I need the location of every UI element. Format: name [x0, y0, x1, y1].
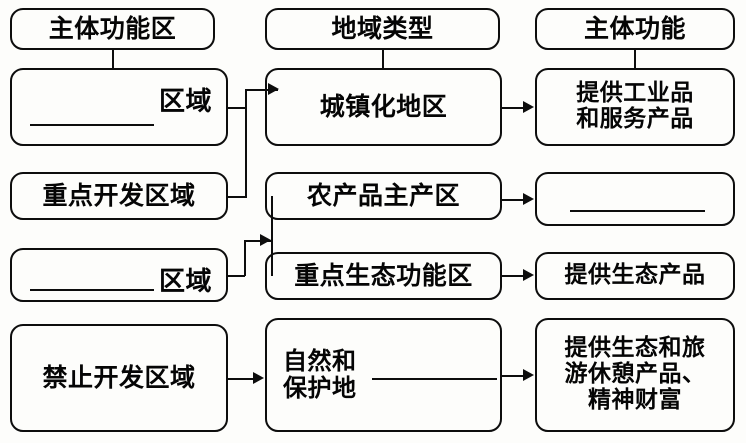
- row4-left-box: 禁止开发区域: [10, 324, 228, 432]
- row2-middle-to-right-line: [502, 199, 524, 201]
- row2-right-arrow-head: [523, 193, 534, 205]
- bracket1-spine: [245, 107, 247, 198]
- row1-right-arrow-head: [523, 101, 534, 113]
- bracket1-arrow-head: [268, 83, 279, 95]
- header-stem-col3: [634, 50, 636, 68]
- row2-middle-box: 农产品主产区: [265, 172, 502, 220]
- row3-middle-box: 重点生态功能区: [265, 252, 502, 300]
- bracket1-stub-row2: [228, 196, 246, 198]
- header-box-main-function-zone: 主体功能区: [10, 8, 215, 50]
- row4-middle-arrow-head: [253, 372, 264, 384]
- row4-middle-to-right-line: [502, 375, 524, 377]
- bracket2-spine: [271, 196, 273, 276]
- row2-left-label: 重点开发区域: [42, 181, 196, 210]
- row1-right-label: 提供工业品 和服务产品: [576, 80, 694, 132]
- row3-right-label: 提供生态产品: [564, 262, 706, 289]
- row2-left-box: 重点开发区域: [10, 172, 228, 220]
- row4-middle-label: 自然和 保护地: [283, 347, 357, 402]
- header-box-region-type: 地域类型: [265, 8, 500, 50]
- bracket1-riser: [245, 89, 247, 109]
- row3-left-blank-line: [30, 289, 154, 291]
- bracket1-stub-row1: [228, 107, 246, 109]
- bracket2-stub-row3-left: [228, 275, 245, 277]
- header-box-main-function: 主体功能: [535, 8, 735, 50]
- bracket2-to-spine-line: [244, 240, 271, 242]
- row4-right-box: 提供生态和旅 游休憩产品、 精神财富: [535, 318, 735, 432]
- row1-right-box: 提供工业品 和服务产品: [535, 68, 735, 146]
- header-label-col1: 主体功能区: [48, 14, 177, 43]
- bracket2-riser: [244, 240, 246, 276]
- row4-middle-blank-line: [372, 378, 497, 380]
- row1-middle-to-right-line: [502, 107, 524, 109]
- row3-right-box: 提供生态产品: [535, 252, 735, 300]
- header-label-col2: 地域类型: [331, 14, 434, 43]
- row1-middle-label: 城镇化地区: [319, 92, 448, 121]
- row1-left-label: 区域: [158, 87, 212, 117]
- header-label-col3: 主体功能: [583, 14, 686, 43]
- header-stem-col2: [382, 50, 384, 68]
- bracket1-to-middle-line: [245, 89, 278, 91]
- row4-right-label: 提供生态和旅 游休憩产品、 精神财富: [564, 335, 706, 413]
- row3-right-arrow-head: [523, 269, 534, 281]
- row3-middle-to-right-line: [502, 275, 524, 277]
- row4-left-to-middle-line: [228, 378, 254, 380]
- row3-middle-label: 重点生态功能区: [294, 261, 473, 290]
- row3-left-box: 区域: [10, 248, 228, 302]
- header-stem-col1: [112, 50, 114, 68]
- row4-right-arrow-head: [523, 369, 534, 381]
- row2-middle-label: 农产品主产区: [306, 181, 460, 210]
- row4-middle-box: 自然和 保护地: [265, 318, 502, 432]
- row2-right-box: [535, 172, 735, 226]
- row1-left-box: 区域: [10, 68, 228, 146]
- row2-right-blank-line: [570, 210, 705, 212]
- row3-left-label: 区域: [158, 267, 212, 297]
- row4-left-label: 禁止开发区域: [42, 363, 196, 392]
- row1-left-blank-line: [30, 124, 154, 126]
- bracket2-arrow-head: [260, 234, 271, 246]
- row1-middle-box: 城镇化地区: [265, 68, 502, 146]
